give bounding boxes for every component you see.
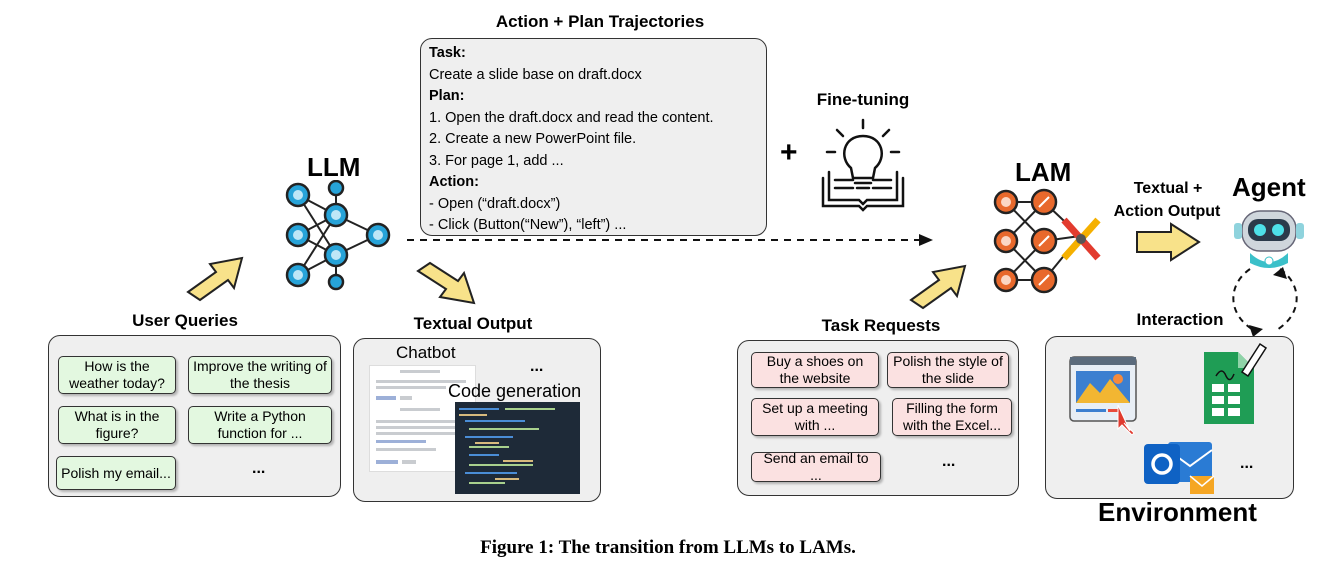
textual-output-more: ... — [530, 358, 544, 375]
user-query-chip: Improve the writing of the thesis — [188, 356, 332, 394]
task-request-chip: Filling the form with the Excel... — [892, 398, 1012, 436]
arrow-down-right — [416, 261, 476, 305]
action-step: - Open (“draft.docx”) — [429, 195, 561, 212]
plus-sign: + — [780, 136, 798, 169]
task-label: Task: — [429, 45, 466, 61]
lam-network-icon — [993, 188, 1101, 294]
arrow-up-right-2 — [909, 264, 967, 310]
plan-step: 2. Create a new PowerPoint file. — [429, 131, 637, 147]
chatbot-label: Chatbot — [396, 343, 456, 362]
figure-caption: Figure 1: The transition from LLMs to LA… — [480, 537, 856, 558]
lam-title: LAM — [1015, 157, 1072, 187]
excel-sheet-icon — [1204, 342, 1268, 424]
task-request-chip: Polish the style of the slide — [887, 352, 1009, 388]
finetune-label: Fine-tuning — [816, 90, 910, 109]
textual-output-heading: Textual Output — [413, 314, 533, 333]
trajectories-box: Task: Create a slide base on draft.docx … — [420, 38, 767, 236]
user-query-chip: Polish my email... — [56, 456, 176, 490]
llm-network-icon — [285, 180, 391, 291]
plan-step: 1. Open the draft.docx and read the cont… — [429, 109, 714, 126]
user-queries-heading: User Queries — [132, 311, 238, 330]
action-label: Action: — [429, 174, 479, 190]
lightbulb-book-icon — [821, 118, 905, 212]
task-requests-more: ... — [942, 453, 956, 470]
action-step: - Click (Button(“New”), “left”) ... — [429, 217, 627, 233]
environment-more: ... — [1240, 455, 1254, 472]
llm-title: LLM — [307, 152, 361, 182]
task-request-chip: Set up a meeting with ... — [751, 398, 879, 436]
trajectories-heading: Action + Plan Trajectories — [495, 12, 705, 31]
dashed-arrow — [407, 234, 933, 246]
interaction-label: Interaction — [1136, 310, 1224, 329]
output-label-line2: Action Output — [1113, 203, 1221, 220]
user-query-chip: What is in the figure? — [58, 406, 176, 444]
environment-title: Environment — [1098, 497, 1257, 527]
task-request-chip: Buy a shoes on the website — [751, 352, 879, 388]
output-label-line1: Textual + — [1133, 180, 1203, 197]
task-text: Create a slide base on draft.docx — [429, 66, 642, 83]
task-request-chip: Send an email to ... — [751, 450, 881, 483]
user-queries-more: ... — [252, 460, 266, 477]
task-requests-heading: Task Requests — [821, 316, 941, 335]
code-generation-label: Code generation — [448, 381, 582, 401]
plan-step: 3. For page 1, add ... — [429, 152, 564, 169]
arrow-up-right-1 — [186, 256, 244, 302]
plan-label: Plan: — [429, 88, 465, 104]
desktop-app-icon — [1069, 356, 1137, 435]
outlook-icon — [1144, 442, 1215, 494]
arrow-right — [1136, 222, 1201, 262]
user-query-chip: How is the weather today? — [58, 356, 176, 394]
robot-icon — [1234, 210, 1304, 268]
agent-title: Agent — [1232, 172, 1306, 202]
code-screenshot — [455, 402, 580, 494]
user-query-chip: Write a Python function for ... — [188, 406, 332, 444]
interaction-loop-arrows — [1232, 267, 1298, 337]
